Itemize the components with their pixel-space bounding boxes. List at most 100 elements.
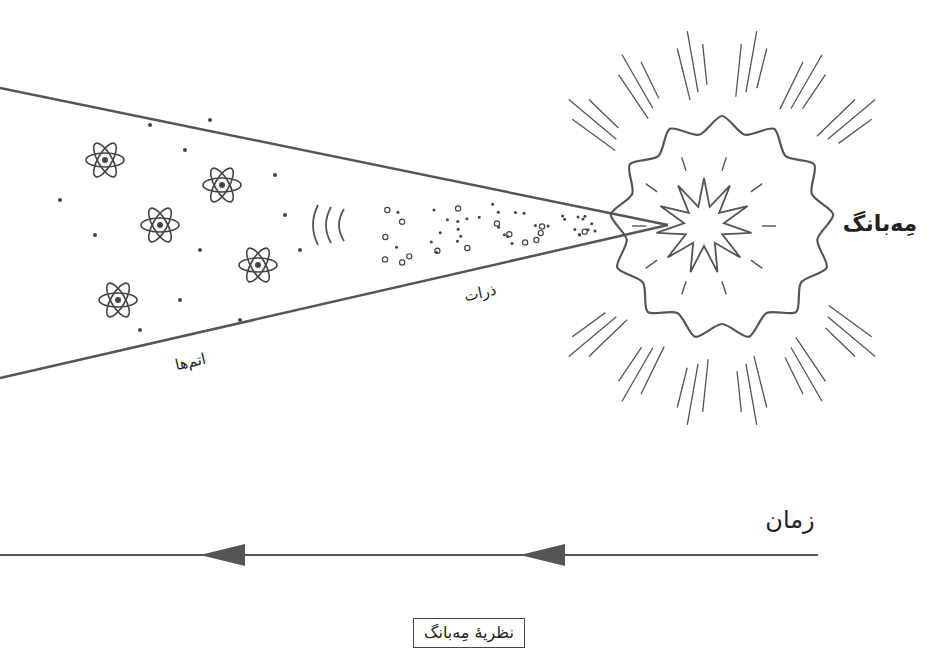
particle xyxy=(383,234,388,239)
explosion-ray xyxy=(796,337,826,381)
spark-line xyxy=(751,184,762,192)
part-label: اتم‌ها xyxy=(170,349,210,375)
electron-orbit xyxy=(206,165,237,205)
electron-orbit xyxy=(102,280,133,320)
electron-orbit xyxy=(89,140,120,180)
explosion-ray xyxy=(703,359,709,412)
atom-symbol xyxy=(99,280,137,320)
explosion-ray xyxy=(703,44,707,85)
particle xyxy=(578,233,581,236)
time-axis xyxy=(0,554,818,556)
particle xyxy=(538,230,543,235)
particle xyxy=(523,212,526,215)
particle-dot xyxy=(58,198,62,202)
spark-line xyxy=(646,184,657,192)
spark-line xyxy=(646,260,657,268)
explosion-ray xyxy=(754,356,767,407)
particle xyxy=(455,206,460,211)
explosion-ray xyxy=(780,62,803,110)
explosion-ray xyxy=(622,348,653,402)
atom-nucleus xyxy=(219,182,225,188)
explosion-ray xyxy=(619,75,649,119)
particle xyxy=(400,260,405,265)
particle xyxy=(407,254,412,259)
particle-dot xyxy=(283,213,287,217)
particle xyxy=(497,226,500,229)
explosion-ray xyxy=(737,371,741,412)
spark-line xyxy=(682,281,686,294)
particle-dot xyxy=(93,233,97,237)
atom-symbol xyxy=(203,165,241,205)
spark-line xyxy=(722,158,726,171)
particle xyxy=(465,217,468,220)
explosion-ray xyxy=(803,75,826,109)
electron-orbit xyxy=(86,153,124,167)
particle xyxy=(539,224,544,229)
atom-nucleus xyxy=(102,157,108,163)
electron-orbit xyxy=(206,165,237,205)
explosion-ray xyxy=(838,119,871,143)
particle xyxy=(494,221,499,226)
electron-orbit xyxy=(89,140,120,180)
explosion-ray xyxy=(589,320,627,357)
particle xyxy=(395,246,398,249)
particle-dot xyxy=(298,248,302,252)
part-label: ذرات xyxy=(459,280,500,306)
particle xyxy=(446,218,449,221)
particle xyxy=(459,235,462,238)
explosion-ray xyxy=(785,357,803,394)
explosion-ray xyxy=(736,44,742,97)
particle xyxy=(382,257,387,262)
explosion-ray xyxy=(641,347,664,395)
particle xyxy=(439,231,442,234)
particle xyxy=(563,218,566,221)
particle xyxy=(457,228,460,231)
atom-symbol xyxy=(141,205,179,245)
particle-dot xyxy=(198,248,202,252)
electron-orbit xyxy=(144,205,175,245)
wave-arc xyxy=(313,205,318,245)
explosion-ray xyxy=(791,55,822,109)
particle xyxy=(583,215,586,218)
electron-orbit xyxy=(141,218,179,232)
particle xyxy=(396,211,399,214)
particle xyxy=(385,207,390,212)
particle xyxy=(582,229,587,234)
explosion-ray xyxy=(757,48,767,88)
particle xyxy=(561,214,564,217)
particle xyxy=(547,225,550,228)
atom-nucleus xyxy=(115,297,121,303)
explosion-ray xyxy=(791,348,822,402)
particle xyxy=(433,209,436,212)
particle xyxy=(456,220,459,223)
explosion-cloud xyxy=(611,116,833,337)
explosion-ray xyxy=(589,99,618,127)
particle xyxy=(577,215,580,218)
explosion-ray xyxy=(826,328,855,356)
atom-nucleus xyxy=(157,222,163,228)
spark-line xyxy=(751,260,762,268)
explosion-star xyxy=(656,178,751,272)
atom-symbol xyxy=(239,245,277,285)
time-arrowhead xyxy=(520,544,565,566)
particle xyxy=(534,224,537,227)
particle xyxy=(523,240,528,245)
electron-orbit xyxy=(203,178,241,192)
explosion-ray xyxy=(677,368,687,408)
particle xyxy=(503,233,506,236)
explosion-ray xyxy=(687,364,698,425)
electron-orbit xyxy=(242,245,273,285)
particle xyxy=(497,211,500,214)
particle xyxy=(435,248,440,253)
electron-orbit xyxy=(144,205,175,245)
particle xyxy=(478,216,481,219)
cone-upper-line xyxy=(0,88,668,225)
particle xyxy=(491,203,494,206)
particle xyxy=(456,240,459,243)
particle xyxy=(400,219,405,224)
explosion-ray xyxy=(817,99,855,136)
electron-orbit xyxy=(242,245,273,285)
explosion-ray xyxy=(746,31,757,92)
particle xyxy=(430,240,433,243)
